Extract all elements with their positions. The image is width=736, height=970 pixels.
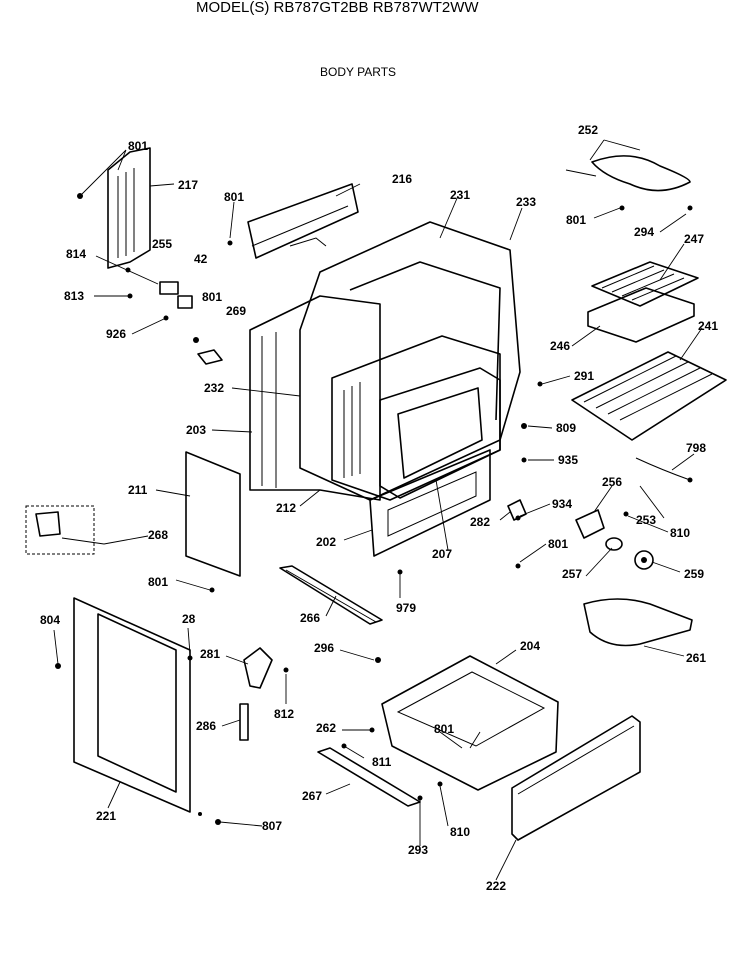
callout-232: 232 bbox=[204, 381, 224, 395]
callout-207: 207 bbox=[432, 547, 452, 561]
callout-259: 259 bbox=[684, 567, 704, 581]
callout-216: 216 bbox=[392, 172, 412, 186]
part-266-rail bbox=[279, 565, 383, 625]
part-241-oven-rack bbox=[571, 351, 727, 441]
callout-269: 269 bbox=[226, 304, 246, 318]
part-222-kick-panel bbox=[511, 715, 641, 841]
callout-801: 801 bbox=[434, 722, 454, 736]
screws bbox=[198, 569, 403, 825]
callout-231: 231 bbox=[450, 188, 470, 202]
part-268-bracket bbox=[25, 505, 105, 555]
callout-804: 804 bbox=[40, 613, 60, 627]
callout-233: 233 bbox=[516, 195, 536, 209]
callout-810: 810 bbox=[450, 825, 470, 839]
callout-281: 281 bbox=[200, 647, 220, 661]
callout-814: 814 bbox=[66, 247, 86, 261]
callout-247: 247 bbox=[684, 232, 704, 246]
part-261-bake-element bbox=[583, 598, 693, 647]
callout-labels: 801 217 814 255 42 813 926 801 216 801 2… bbox=[40, 123, 718, 893]
part-232-oven-liner bbox=[331, 335, 501, 501]
callout-296: 296 bbox=[314, 641, 334, 655]
callout-801: 801 bbox=[202, 290, 222, 304]
callout-252: 252 bbox=[578, 123, 598, 137]
part-207-front-frame bbox=[379, 367, 501, 499]
callout-801: 801 bbox=[148, 575, 168, 589]
callout-246: 246 bbox=[550, 339, 570, 353]
callout-221: 221 bbox=[96, 809, 116, 823]
callout-801: 801 bbox=[128, 139, 148, 153]
part-211-access-panel bbox=[185, 451, 241, 577]
callout-253: 253 bbox=[636, 513, 656, 527]
callout-202: 202 bbox=[316, 535, 336, 549]
part-281-286-hinge bbox=[239, 647, 289, 741]
callout-268: 268 bbox=[148, 528, 168, 542]
part-217-side-bracket bbox=[77, 147, 151, 269]
section-title: BODY PARTS bbox=[320, 65, 396, 79]
callout-267: 267 bbox=[302, 789, 322, 803]
callout-291: 291 bbox=[574, 369, 594, 383]
callout-801: 801 bbox=[566, 213, 586, 227]
callout-217: 217 bbox=[178, 178, 198, 192]
part-216-vent-panel bbox=[247, 183, 359, 259]
callout-811: 811 bbox=[372, 755, 392, 769]
part-204-drawer bbox=[341, 655, 559, 791]
callout-807: 807 bbox=[262, 819, 282, 833]
callout-282: 282 bbox=[470, 515, 490, 529]
callout-812: 812 bbox=[274, 707, 294, 721]
part-221-door bbox=[55, 597, 193, 813]
callout-42: 42 bbox=[194, 252, 208, 266]
callout-935: 935 bbox=[558, 453, 578, 467]
callout-801: 801 bbox=[224, 190, 244, 204]
callout-204: 204 bbox=[520, 639, 540, 653]
callout-286: 286 bbox=[196, 719, 216, 733]
callout-801: 801 bbox=[548, 537, 568, 551]
callout-266: 266 bbox=[300, 611, 320, 625]
callout-212: 212 bbox=[276, 501, 296, 515]
callout-798: 798 bbox=[686, 441, 706, 455]
callout-813: 813 bbox=[64, 289, 84, 303]
callout-294: 294 bbox=[634, 225, 654, 239]
callout-809: 809 bbox=[556, 421, 576, 435]
part-253-wire bbox=[635, 457, 693, 483]
part-246-broiler-pan bbox=[587, 287, 695, 343]
callout-257: 257 bbox=[562, 567, 582, 581]
callout-211: 211 bbox=[128, 483, 148, 497]
diagram-title: MODEL(S) RB787GT2BB RB787WT2WW bbox=[196, 0, 479, 16]
callout-810: 810 bbox=[670, 526, 690, 540]
callout-261: 261 bbox=[686, 651, 706, 665]
callout-28: 28 bbox=[182, 612, 196, 626]
part-203-side-panel bbox=[249, 295, 381, 501]
part-231-cabinet-body bbox=[299, 221, 521, 501]
part-247-broiler-grid bbox=[591, 261, 699, 307]
part-256-257-259-assembly bbox=[515, 381, 654, 570]
callout-241: 241 bbox=[698, 319, 718, 333]
callout-293: 293 bbox=[408, 843, 428, 857]
part-202-lower-panel bbox=[369, 449, 491, 557]
callout-222: 222 bbox=[486, 879, 506, 893]
callout-203: 203 bbox=[186, 423, 206, 437]
callout-926: 926 bbox=[106, 327, 126, 341]
leader-lines bbox=[53, 139, 703, 881]
callout-256: 256 bbox=[602, 475, 622, 489]
callout-979: 979 bbox=[396, 601, 416, 615]
part-small-hardware bbox=[125, 240, 233, 365]
part-252-element bbox=[565, 155, 693, 211]
callout-262: 262 bbox=[316, 721, 336, 735]
callout-255: 255 bbox=[152, 237, 172, 251]
callout-934: 934 bbox=[552, 497, 572, 511]
